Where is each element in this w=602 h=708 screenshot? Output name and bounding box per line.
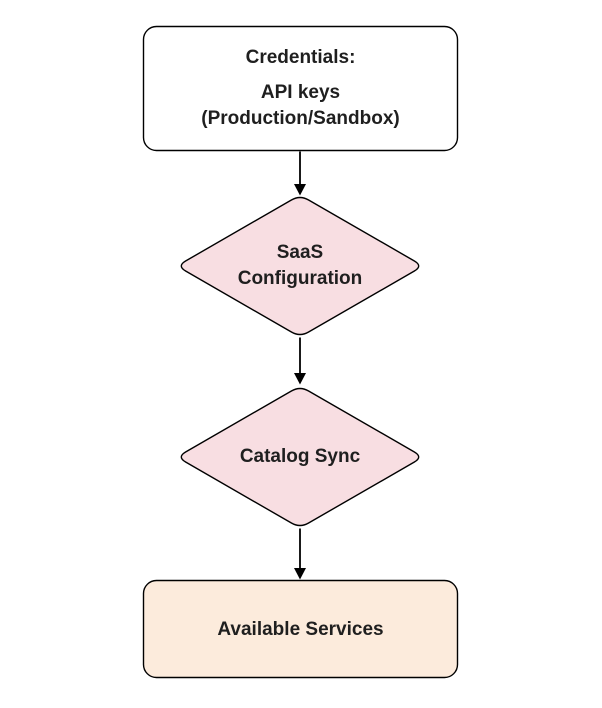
arrow-saas-config-to-catalog-sync [294, 337, 306, 385]
catalog-sync-node-shape [180, 387, 420, 527]
credentials-node-shape [142, 25, 459, 152]
saas-config-node-shape [180, 196, 420, 336]
arrow-credentials-to-saas-config [294, 151, 306, 196]
available-services-node-shape [142, 579, 459, 679]
arrow-catalog-sync-to-available-services [294, 528, 306, 580]
